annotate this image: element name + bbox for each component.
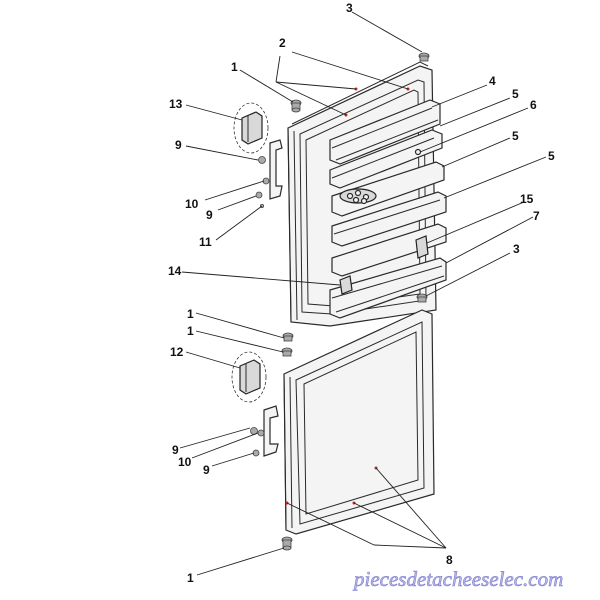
callout-5-lower: 5 — [548, 149, 555, 163]
lower-handle-cap — [231, 351, 267, 403]
callout-1-top: 1 — [231, 60, 238, 74]
callout-11: 11 — [199, 235, 212, 249]
callout-5-top: 5 — [512, 87, 519, 101]
callout-3-lower: 3 — [513, 242, 520, 256]
door-shelf-top — [329, 99, 441, 165]
top-bushing — [418, 52, 430, 62]
callout-1-mid-a: 1 — [187, 307, 194, 321]
screw-9-upper-b — [255, 191, 263, 199]
screw-9-upper — [258, 156, 266, 164]
upper-hinge-pin — [290, 99, 302, 113]
callout-13: 13 — [169, 97, 183, 111]
egg-tray — [331, 161, 445, 217]
bottom-hinge-pin — [281, 536, 293, 551]
callout-5-mid: 5 — [512, 129, 519, 143]
callout-numbers: 3 2 1 4 5 6 13 9 5 5 10 9 11 15 7 3 14 1… — [168, 1, 555, 585]
door-shelf-lower — [331, 223, 447, 277]
callout-9-upper: 9 — [175, 138, 182, 152]
door-shelf-upper-mid — [329, 129, 443, 189]
callout-9-lower: 9 — [172, 443, 179, 457]
door-shelf-mid — [331, 191, 447, 247]
callout-14: 14 — [168, 264, 182, 278]
upper-handle — [269, 139, 283, 200]
callout-4: 4 — [489, 74, 496, 88]
middle-hinge-pin — [281, 332, 294, 357]
callout-1-bottom: 1 — [187, 571, 194, 585]
upper-handle-cap — [233, 102, 269, 154]
callout-2: 2 — [279, 36, 286, 50]
callout-3-top: 3 — [346, 1, 353, 15]
callout-10-upper: 10 — [185, 197, 199, 211]
callout-9-upper-b: 9 — [206, 208, 213, 222]
callout-7: 7 — [533, 209, 540, 223]
callout-9-lower-b: 9 — [203, 463, 210, 477]
lower-handle — [263, 405, 279, 457]
bottle-shelf — [329, 235, 447, 319]
callout-8: 8 — [446, 553, 453, 567]
callout-12: 12 — [170, 345, 184, 359]
callout-6: 6 — [530, 98, 537, 112]
screw-10-lower — [257, 429, 265, 437]
watermark-text: piecesdetacheeselec.com — [352, 567, 563, 591]
lower-bushing — [416, 293, 428, 303]
leader-lines — [179, 11, 547, 576]
callout-10-lower: 10 — [178, 455, 192, 469]
shelf-clip — [414, 148, 422, 156]
lower-door — [283, 309, 435, 535]
callout-1-mid-b: 1 — [187, 324, 194, 338]
callout-15: 15 — [520, 192, 534, 206]
